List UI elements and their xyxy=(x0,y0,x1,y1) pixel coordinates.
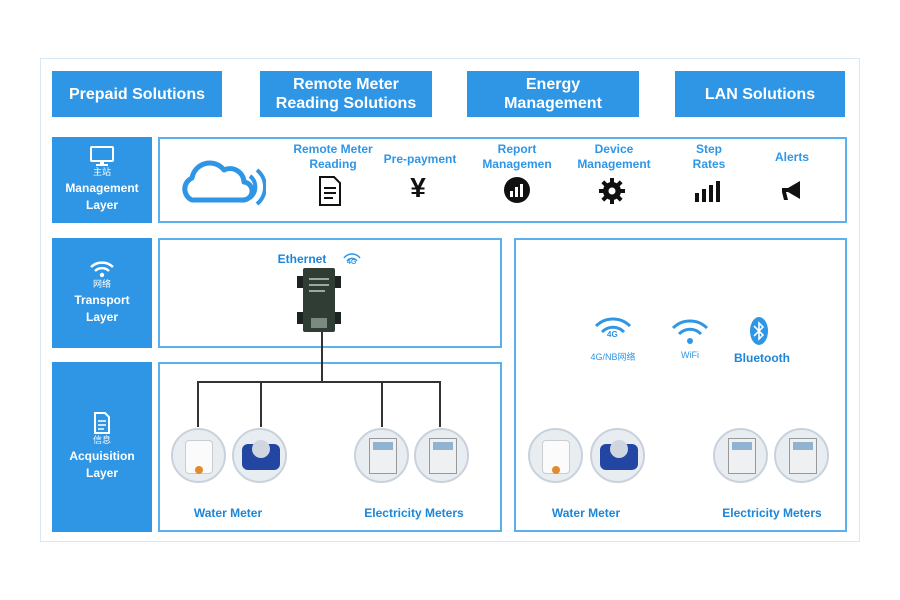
transport-layer-sub: 网络 xyxy=(92,279,111,289)
4g-badge: 4G xyxy=(347,259,357,266)
electricity-meter xyxy=(354,428,409,483)
function-alerts: Alerts xyxy=(762,150,822,165)
lan-solutions-button[interactable]: LAN Solutions xyxy=(675,71,845,117)
drop-line xyxy=(439,381,441,427)
connector-line xyxy=(321,332,323,382)
function-step-rates: Step Rates xyxy=(678,142,740,172)
water-meter-mechanical xyxy=(590,428,645,483)
report-chart-icon xyxy=(504,177,530,203)
nb-network-label: 4G/NB网络 xyxy=(590,352,636,362)
electricity-meters-label: Electricity Meters xyxy=(722,506,822,520)
function-label: Alerts xyxy=(774,150,809,164)
document-icon xyxy=(319,176,341,206)
management-layer-label: 主站 Management Layer xyxy=(52,137,152,223)
megaphone-icon xyxy=(782,181,800,200)
function-label: Report Managemen xyxy=(482,142,552,171)
nb-iot-wifi-icon: 4G xyxy=(592,314,634,340)
function-label: Step Rates xyxy=(692,142,726,171)
electricity-meter xyxy=(414,428,469,483)
acquisition-layer-label: 信息 Acquisition Layer xyxy=(52,362,152,532)
cloud-icon xyxy=(182,160,266,206)
electricity-meter xyxy=(774,428,829,483)
wifi-label: WiFi xyxy=(681,350,699,360)
function-remote-meter-reading: Remote Meter Reading xyxy=(288,142,378,172)
management-panel xyxy=(158,137,847,223)
function-report-management: Report Managemen xyxy=(473,142,561,172)
remote-meter-reading-solutions-button[interactable]: Remote Meter Reading Solutions xyxy=(260,71,432,117)
water-meter-label: Water Meter xyxy=(551,506,621,520)
diagram-frame xyxy=(40,58,860,542)
document-icon xyxy=(94,412,110,434)
wifi-icon xyxy=(671,319,709,344)
water-meter-smart xyxy=(528,428,583,483)
function-device-management: Device Management xyxy=(568,142,660,172)
water-meter-mechanical xyxy=(232,428,287,483)
transport-layer-label: 网络 Transport Layer xyxy=(52,238,152,348)
4g-badge: 4G xyxy=(607,330,618,339)
gear-icon xyxy=(599,178,625,204)
function-pre-payment: Pre-payment xyxy=(378,152,462,167)
step-bars-icon xyxy=(695,181,720,202)
water-meter-smart xyxy=(171,428,226,483)
ethernet-label: Ethernet xyxy=(277,252,327,266)
transport-layer-title: Transport Layer xyxy=(74,293,130,324)
acquisition-layer-sub: 信息 xyxy=(92,435,111,445)
electricity-meters-label: Electricity Meters xyxy=(364,506,464,520)
wifi-icon xyxy=(90,261,114,278)
gateway-device xyxy=(297,268,341,332)
management-layer-title: Management Layer xyxy=(65,181,139,212)
management-layer-sub: 主站 xyxy=(92,167,111,177)
bluetooth-icon xyxy=(750,317,768,345)
bluetooth-label: Bluetooth xyxy=(734,351,790,365)
monitor-icon xyxy=(90,146,114,166)
4g-signal-icon: 4G xyxy=(342,252,362,268)
drop-line xyxy=(260,381,262,427)
bus-line xyxy=(197,381,441,383)
yen-icon: ¥ xyxy=(410,172,426,203)
drop-line xyxy=(197,381,199,427)
electricity-meter xyxy=(713,428,768,483)
energy-management-button[interactable]: Energy Management xyxy=(467,71,639,117)
water-meter-label: Water Meter xyxy=(193,506,263,520)
lan-panel xyxy=(514,238,847,532)
prepaid-solutions-button[interactable]: Prepaid Solutions xyxy=(52,71,222,117)
function-label: Pre-payment xyxy=(383,152,457,166)
function-label: Device Management xyxy=(577,142,651,171)
function-label: Remote Meter Reading xyxy=(293,142,373,171)
drop-line xyxy=(381,381,383,427)
acquisition-layer-title: Acquisition Layer xyxy=(69,449,135,480)
